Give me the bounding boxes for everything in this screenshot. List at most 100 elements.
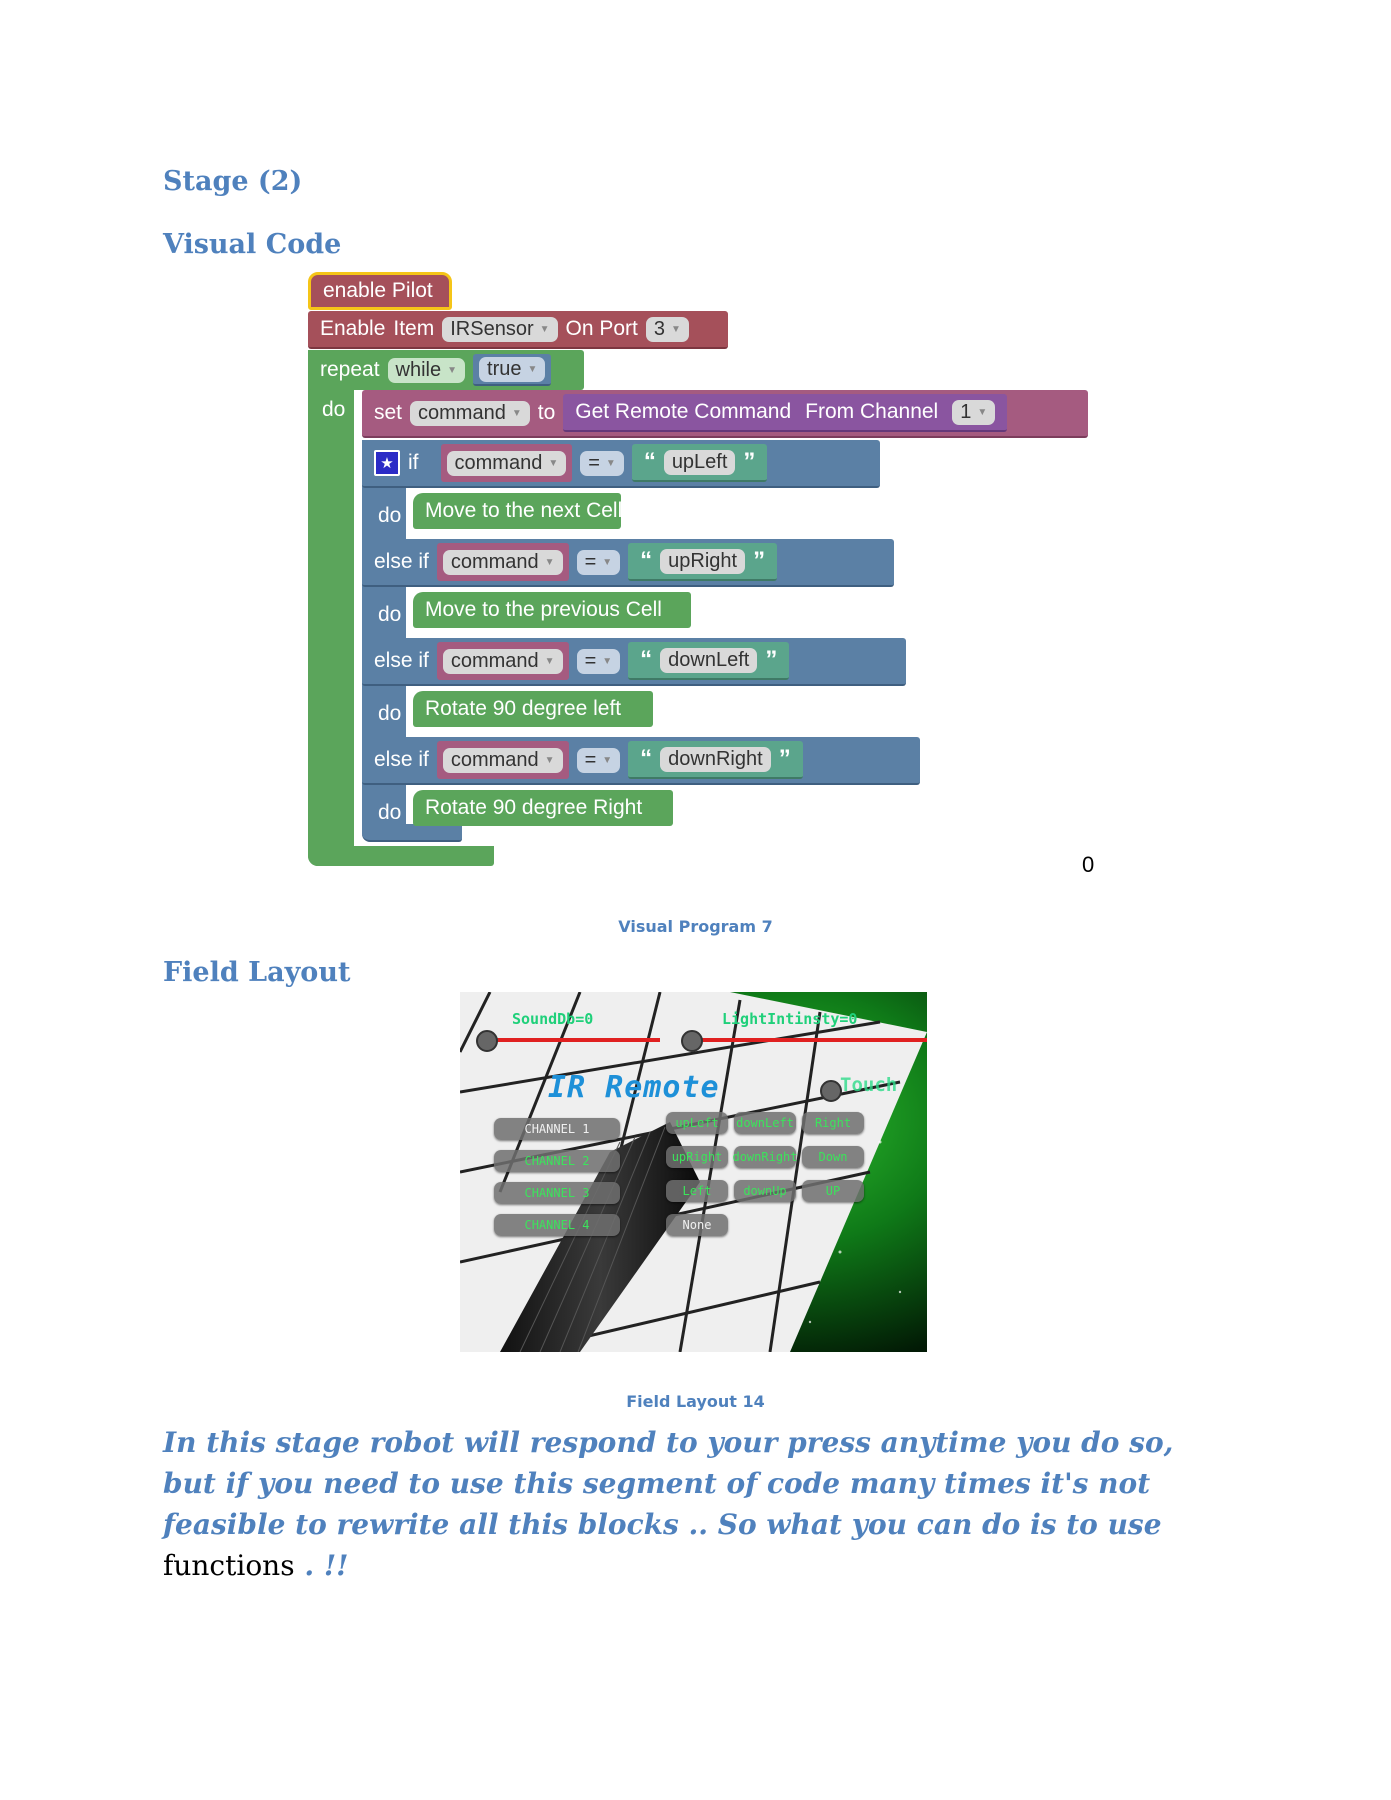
light-slider-knob[interactable] — [681, 1030, 703, 1052]
else-if-row[interactable]: else if command ▼ =▼ “ upRight ” — [362, 539, 894, 587]
action-block[interactable]: Move to the previous Cell — [413, 592, 691, 628]
if-label: if — [408, 451, 419, 474]
op-dropdown[interactable]: =▼ — [576, 747, 621, 773]
remote-button[interactable]: downLeft — [734, 1112, 796, 1134]
cond-var-dropdown[interactable]: command ▼ — [442, 648, 563, 674]
dropdown-arrow-icon: ▼ — [548, 457, 559, 469]
close-quote-icon: ” — [743, 448, 756, 475]
enable-item-block[interactable]: Enable Item IRSensor▼ On Port 3▼ — [308, 311, 728, 349]
enable-label: Enable — [320, 317, 386, 340]
op-dropdown[interactable]: =▼ — [576, 549, 621, 575]
op-dropdown[interactable]: =▼ — [576, 648, 621, 674]
sound-readout: SoundDb=0 — [512, 1010, 594, 1028]
cond-var: command — [454, 451, 543, 474]
paragraph-text: In this stage robot will respond to your… — [163, 1426, 1174, 1541]
field-layout-caption: Field Layout 14 — [626, 1392, 765, 1411]
remote-button[interactable]: Right — [802, 1112, 864, 1134]
close-quote-icon: ” — [765, 646, 778, 673]
cond-var-dropdown[interactable]: command ▼ — [446, 450, 567, 476]
channel-1-button[interactable]: CHANNEL 1 — [494, 1118, 620, 1140]
op-value: = — [584, 550, 597, 573]
channel-4-button[interactable]: CHANNEL 4 — [494, 1214, 620, 1236]
remote-button[interactable]: upRight — [666, 1146, 728, 1168]
star-settings-icon[interactable]: ★ — [374, 450, 400, 476]
channel-2-button[interactable]: CHANNEL 2 — [494, 1150, 620, 1172]
action-block[interactable]: Rotate 90 degree left — [413, 691, 653, 727]
cond-var: command — [450, 649, 539, 672]
remote-button[interactable]: Left — [666, 1180, 728, 1202]
port-value: 3 — [653, 317, 666, 340]
enable-pilot-label: enable Pilot — [323, 279, 433, 302]
repeat-mode-dropdown[interactable]: while▼ — [387, 357, 466, 383]
none-button[interactable]: None — [666, 1214, 728, 1236]
channel-3-button[interactable]: CHANNEL 3 — [494, 1182, 620, 1204]
remote-button[interactable]: downUp — [734, 1180, 796, 1202]
true-dropdown[interactable]: true▼ — [479, 356, 546, 382]
visual-program-caption: Visual Program 7 — [618, 917, 773, 936]
remote-button[interactable]: upLeft — [666, 1112, 728, 1134]
dropdown-arrow-icon: ▼ — [544, 556, 555, 568]
dropdown-arrow-icon: ▼ — [539, 323, 550, 335]
body-paragraph: In this stage robot will respond to your… — [163, 1422, 1233, 1586]
close-quote-icon: ” — [753, 547, 766, 574]
remote-button[interactable]: UP — [802, 1180, 864, 1202]
action-block[interactable]: Move to the next Cell — [413, 493, 622, 529]
dropdown-arrow-icon: ▼ — [605, 457, 616, 469]
op-dropdown[interactable]: =▼ — [580, 450, 624, 476]
touch-label: Touch — [840, 1074, 898, 1096]
string-block[interactable]: “ downLeft ” — [628, 642, 790, 680]
set-variable-dropdown[interactable]: command ▼ — [410, 400, 530, 426]
else-if-label: else if — [374, 550, 429, 573]
string-value[interactable]: downRight — [660, 746, 771, 772]
sound-slider-knob[interactable] — [476, 1030, 498, 1052]
else-if-row[interactable]: else if command ▼ =▼ “ downLeft ” — [362, 638, 906, 686]
get-remote-command-block[interactable]: Get Remote Command From Channel 1▼ — [563, 394, 1008, 432]
remote-button[interactable]: Down — [802, 1146, 864, 1168]
field-layout-image: SoundDb=0 LightIntinsty=0 IR Remote Touc… — [460, 992, 927, 1352]
page-marker-zero: 0 — [1082, 852, 1095, 877]
true-block[interactable]: true▼ — [473, 354, 552, 386]
field-layout-heading: Field Layout — [163, 957, 351, 988]
dropdown-arrow-icon: ▼ — [602, 655, 613, 667]
set-label: set — [374, 401, 403, 424]
string-value[interactable]: upLeft — [663, 449, 736, 475]
string-value[interactable]: downLeft — [660, 647, 758, 673]
set-command-block[interactable]: set command▼ to Get Remote Command From … — [362, 390, 1088, 438]
channel-dropdown[interactable]: 1▼ — [952, 399, 996, 425]
item-dropdown[interactable]: IRSensor▼ — [442, 316, 558, 342]
string-block[interactable]: “ downRight ” — [628, 741, 803, 779]
enable-pilot-block[interactable]: enable Pilot — [308, 272, 452, 310]
compare-block[interactable]: command▼ — [436, 741, 569, 779]
open-quote-icon: “ — [640, 745, 653, 772]
else-if-label: else if — [374, 649, 429, 672]
compare-block[interactable]: command ▼ — [436, 642, 569, 680]
compare-block[interactable]: command ▼ — [436, 543, 569, 581]
set-variable: command — [418, 401, 506, 424]
action-block[interactable]: Rotate 90 degree Right — [413, 790, 673, 826]
repeat-footer — [308, 846, 494, 866]
repeat-mode: while — [395, 358, 442, 381]
if-footer — [362, 824, 462, 842]
compare-block[interactable]: command ▼ — [440, 444, 573, 482]
else-if-row[interactable]: else if command▼ =▼ “ downRight ” — [362, 737, 920, 785]
dropdown-arrow-icon: ▼ — [671, 323, 681, 335]
cond-var: command — [450, 550, 539, 573]
dropdown-arrow-icon: ▼ — [527, 363, 538, 375]
string-block[interactable]: “ upLeft ” — [631, 444, 768, 482]
dropdown-arrow-icon: ▼ — [544, 655, 555, 667]
ir-remote-title: IR Remote — [548, 1070, 720, 1105]
paragraph-end: . !! — [304, 1549, 349, 1582]
dropdown-arrow-icon: ▼ — [511, 407, 522, 419]
remote-button[interactable]: downRight — [732, 1146, 798, 1168]
open-quote-icon: “ — [640, 547, 653, 574]
cond-var-dropdown[interactable]: command ▼ — [442, 549, 563, 575]
string-block[interactable]: “ upRight ” — [628, 543, 778, 581]
cond-var-dropdown[interactable]: command▼ — [442, 747, 563, 773]
from-channel-label: From Channel — [805, 400, 939, 423]
string-value[interactable]: upRight — [660, 548, 746, 574]
open-quote-icon: “ — [640, 646, 653, 673]
repeat-do-label: do — [322, 398, 346, 421]
port-dropdown[interactable]: 3▼ — [645, 316, 689, 342]
if-row[interactable]: ★ if command ▼ =▼ “ upLeft ” — [362, 440, 880, 488]
repeat-block[interactable]: repeat while▼ true▼ — [308, 350, 584, 390]
